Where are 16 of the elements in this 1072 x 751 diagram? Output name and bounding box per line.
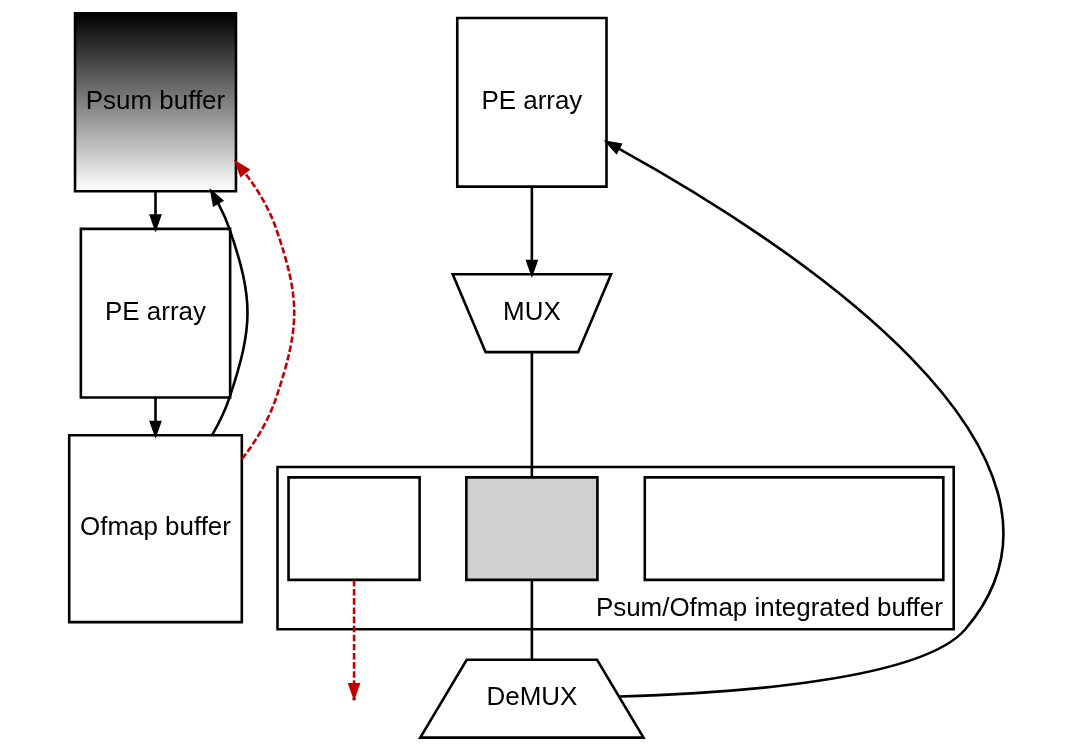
connector <box>530 352 533 478</box>
arrow <box>148 191 162 233</box>
cluster: Psum/Ofmap integrated buffer <box>275 465 955 631</box>
arrow <box>603 140 1004 698</box>
node-box <box>643 476 945 582</box>
node-box: Ofmap buffer <box>67 433 243 624</box>
node-box: PE array <box>79 227 231 399</box>
arrow <box>209 188 249 436</box>
node-box: Psum buffer <box>73 12 237 193</box>
node-box: PE array <box>455 16 608 188</box>
node-box <box>464 476 599 582</box>
arrow <box>525 187 538 278</box>
arrow <box>148 398 162 439</box>
node-box <box>286 476 421 582</box>
arrow <box>233 159 295 460</box>
connector <box>530 580 533 660</box>
